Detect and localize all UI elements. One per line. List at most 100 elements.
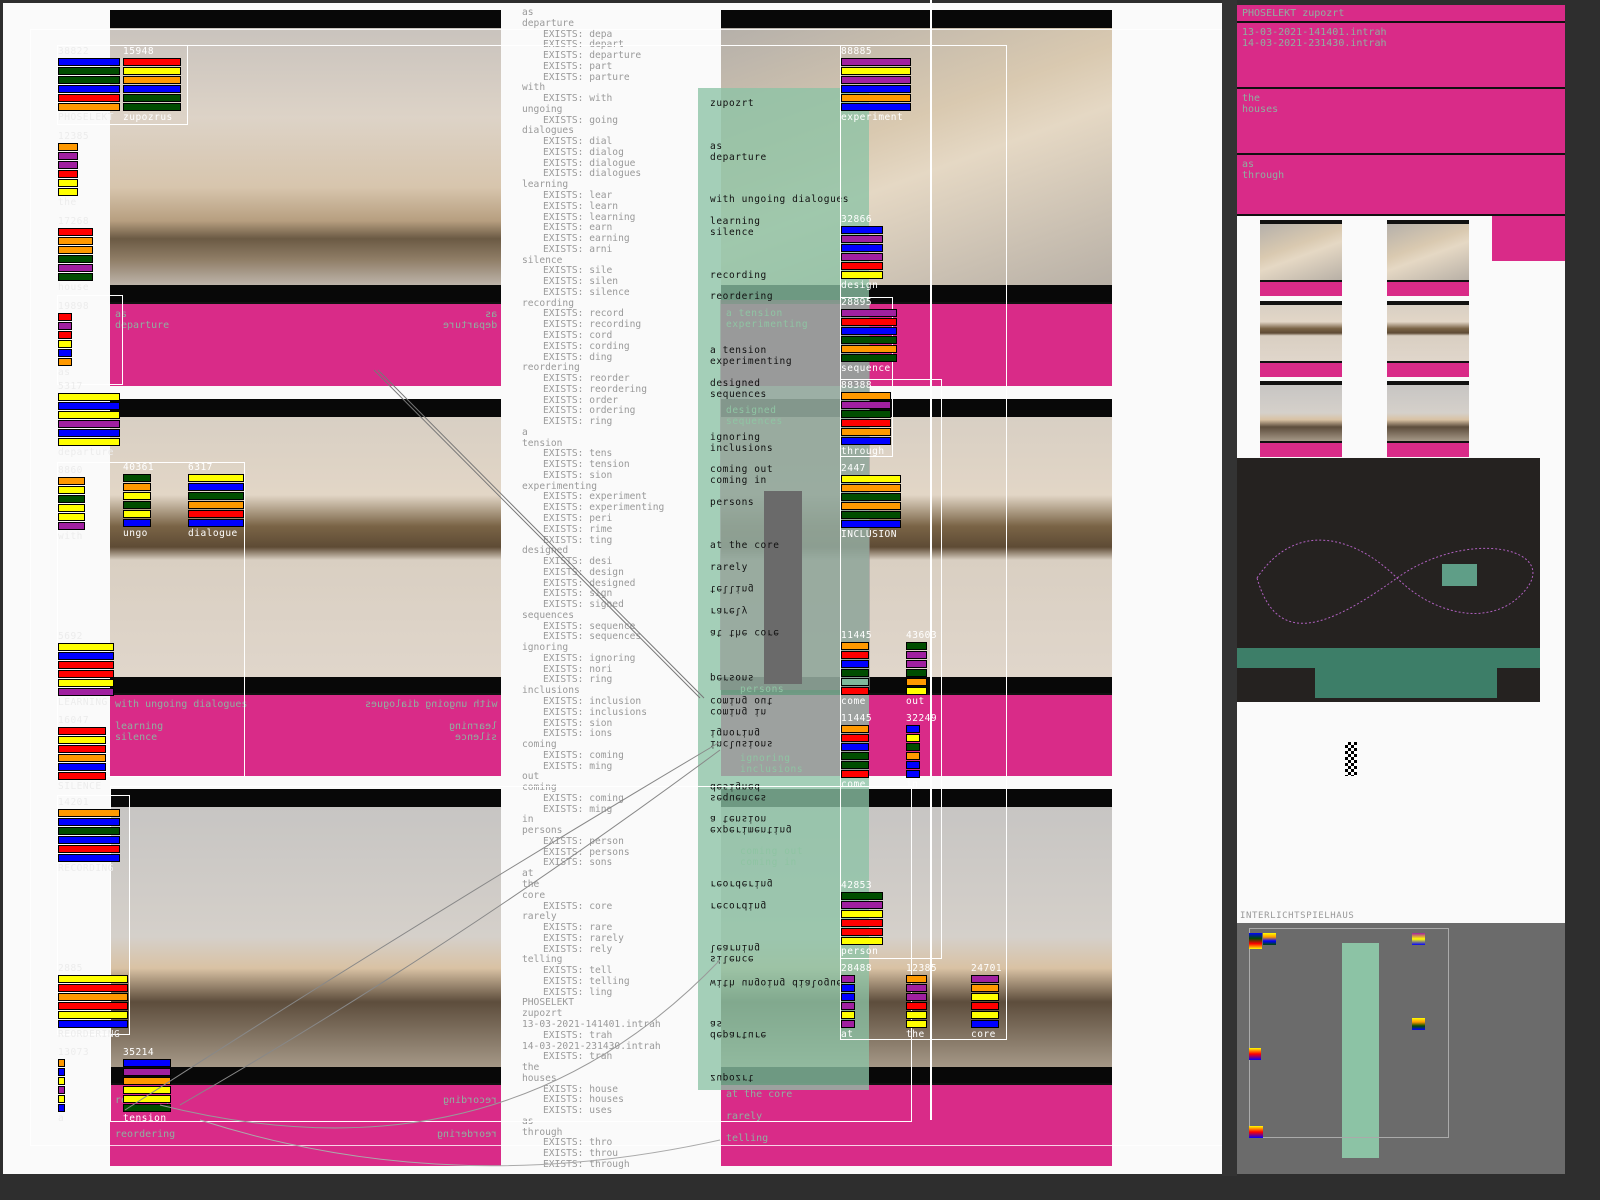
bar-group-count: 11445 xyxy=(841,713,873,724)
photo-frame-bottom xyxy=(110,1067,501,1083)
word-exists-entry: EXISTS: order xyxy=(543,394,619,406)
bar-group-label: PHOSELEKT xyxy=(58,112,114,123)
word-exists-entry: EXISTS: ding xyxy=(543,351,613,363)
bar-group-count: 2447 xyxy=(841,463,866,474)
bar-segment xyxy=(58,103,120,111)
bar-segment xyxy=(58,264,93,272)
bar-segment xyxy=(906,993,927,1001)
bar-segment xyxy=(58,661,114,669)
bar-segment xyxy=(841,678,869,686)
thumbnail[interactable] xyxy=(1387,220,1469,300)
word-entry: silence xyxy=(522,254,563,266)
caption-panel: at the core rarely telling xyxy=(721,1083,1112,1166)
thumbnail[interactable] xyxy=(1260,220,1342,300)
bar-segment xyxy=(841,67,911,75)
bar-segment xyxy=(58,486,85,494)
bar-group-label: tension xyxy=(123,1113,167,1124)
caption-text: telling xyxy=(726,1133,769,1144)
photo-frame-bottom xyxy=(110,677,501,693)
bar-segment xyxy=(58,827,120,835)
thumbnail[interactable] xyxy=(1387,381,1469,461)
gray-bar xyxy=(764,491,802,684)
mini-green-panel xyxy=(1342,943,1379,1158)
bar-segment xyxy=(58,179,78,187)
bar-segment xyxy=(58,975,128,983)
word-exists-entry: EXISTS: ions xyxy=(543,728,613,740)
word-exists-entry: EXISTS: dialogues xyxy=(543,168,642,180)
bar-group-count: 24701 xyxy=(971,963,1003,974)
bar-segment xyxy=(841,475,901,483)
bar-segment xyxy=(58,1020,128,1028)
outline-frame xyxy=(57,45,188,125)
bar-segment xyxy=(906,678,927,686)
word-entry: PHOSELEKT xyxy=(522,997,574,1009)
panel-line: coming out coming in xyxy=(710,464,774,486)
bar-group-label: INCLUSION xyxy=(841,529,897,540)
bar-segment xyxy=(58,322,72,330)
word-exists-entry: EXISTS: desi xyxy=(543,556,613,568)
bar-segment xyxy=(58,736,106,744)
bar-segment xyxy=(58,809,120,817)
bar-group-count: 6317 xyxy=(188,462,213,473)
bar-segment xyxy=(58,836,120,844)
word-exists-entry: EXISTS: depart xyxy=(543,39,624,51)
sidebar-files: 13-03-2021-141401.intrah 14-03-2021-2314… xyxy=(1242,27,1387,49)
photo-frame-top xyxy=(110,789,501,807)
caption-panel: as departure as departure xyxy=(110,302,501,386)
outline-frame xyxy=(57,295,123,385)
bar-segment xyxy=(58,818,120,826)
bar-segment xyxy=(58,477,85,485)
bar-group-count: 88885 xyxy=(841,46,873,57)
bar-segment xyxy=(841,410,891,418)
bar-segment xyxy=(906,984,927,992)
bar-segment xyxy=(841,892,883,900)
bar-segment xyxy=(841,937,883,945)
thumbnail[interactable] xyxy=(1387,301,1469,381)
word-entry: telling xyxy=(522,954,563,966)
sidebar-row: as through xyxy=(1237,155,1565,216)
word-exists-entry: EXISTS: dialog xyxy=(543,146,624,158)
mini-bars xyxy=(1412,933,1425,945)
bar-segment xyxy=(58,161,78,169)
outline-frame xyxy=(840,297,893,457)
mini-bars xyxy=(1412,1018,1425,1030)
word-exists-entry: EXISTS: tension xyxy=(543,459,630,471)
bar-segment xyxy=(841,493,901,501)
bar-segment xyxy=(58,504,85,512)
sidebar-pink-block xyxy=(1492,216,1565,261)
bar-group-label: experiment xyxy=(841,112,904,123)
bar-segment xyxy=(841,502,901,510)
bar-group-label: through xyxy=(841,446,885,457)
word-entry: learning xyxy=(522,179,569,191)
word-entry: core xyxy=(522,889,546,901)
bar-segment xyxy=(58,246,93,254)
bar-segment xyxy=(906,975,927,983)
word-exists-entry: EXISTS: coming xyxy=(543,749,624,761)
bar-segment xyxy=(841,511,901,519)
bar-group-count: 8860 xyxy=(58,465,83,476)
mini-bars xyxy=(1249,1048,1261,1060)
word-exists-entry: EXISTS: throu xyxy=(543,1148,619,1160)
panel-line: rarely xyxy=(710,562,748,573)
word-exists-entry: EXISTS: lear xyxy=(543,190,613,202)
bar-group-label: design xyxy=(841,280,879,291)
panel-line: persons xyxy=(710,497,755,508)
bar-group-count: 12385 xyxy=(58,131,90,142)
panel-line: reordering xyxy=(710,291,774,302)
word-exists-entry: EXISTS: learn xyxy=(543,200,619,212)
thumbnail[interactable] xyxy=(1260,381,1342,461)
thumbnail[interactable] xyxy=(1260,301,1342,381)
caption-text: reordering xyxy=(115,1129,176,1140)
bar-group: 88885 experiment xyxy=(841,46,911,124)
bar-group-label: core xyxy=(971,1029,996,1040)
bar-segment xyxy=(841,660,869,668)
